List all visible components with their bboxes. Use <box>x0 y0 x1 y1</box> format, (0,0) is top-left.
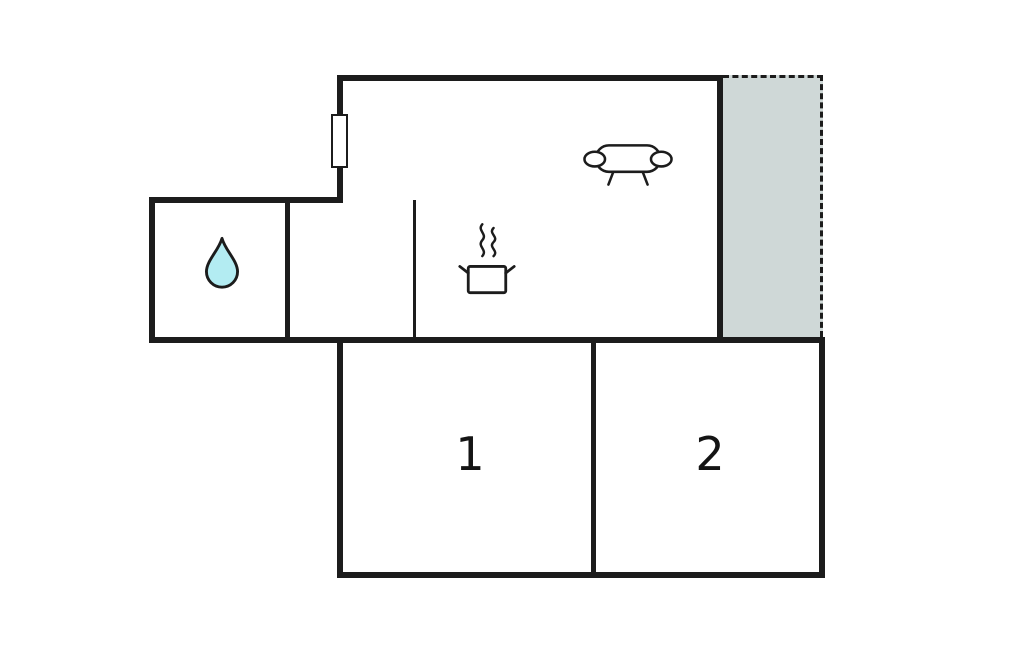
sofa-icon <box>583 138 673 190</box>
wall-bedroom-divider <box>591 343 596 572</box>
wall-bedrooms-left <box>337 337 343 578</box>
bedroom-2-label: 2 <box>695 427 725 481</box>
wall-bathroom-divider <box>285 203 290 337</box>
wall-bathroom-left <box>149 197 155 343</box>
wall-left-lower <box>337 166 343 203</box>
wall-left-upper <box>337 75 343 118</box>
wall-bedrooms-right <box>819 337 825 578</box>
terrace-area <box>723 75 823 337</box>
wall-bathroom-top <box>149 197 343 203</box>
wall-partial <box>413 200 416 340</box>
hallway-area <box>290 203 413 337</box>
wall-main-right <box>717 75 723 343</box>
wall-top <box>337 75 723 81</box>
wall-bottom <box>337 572 825 578</box>
cooking-pot-icon <box>457 218 517 298</box>
water-drop-icon <box>202 236 242 294</box>
window <box>331 114 348 168</box>
wall-mid-horizontal <box>149 337 825 343</box>
bedroom-1-label: 1 <box>455 427 485 481</box>
